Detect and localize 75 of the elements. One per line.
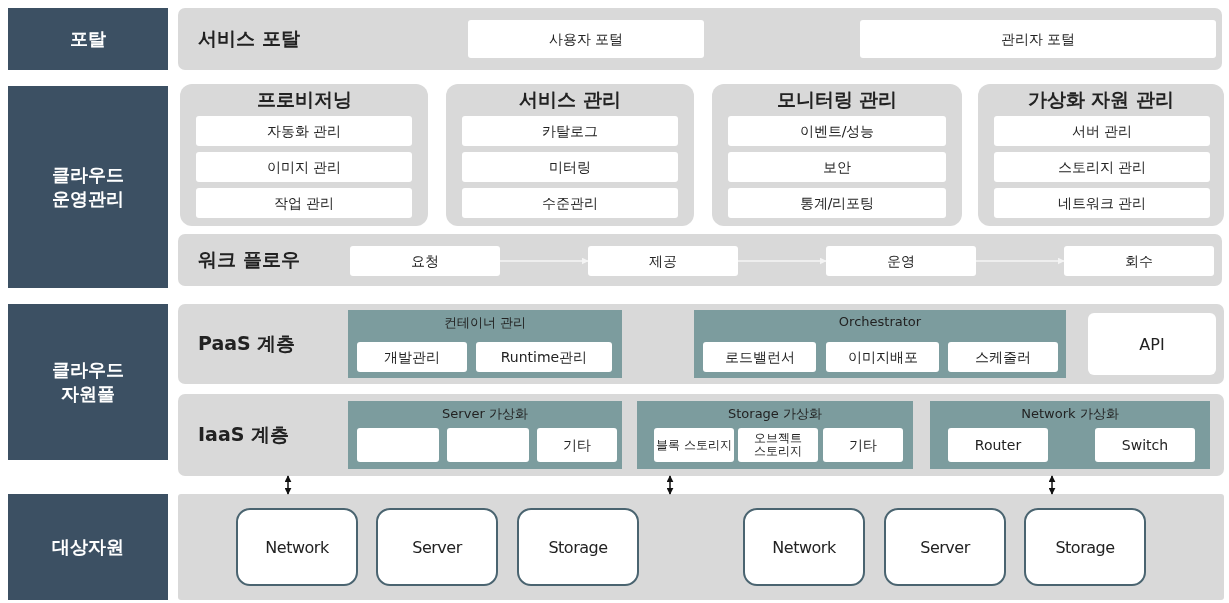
resource-box: Storage	[1024, 508, 1146, 586]
arrow	[737, 257, 827, 265]
layer-label: 대상자원	[8, 494, 168, 600]
component-group	[694, 310, 1066, 378]
function-box: 통계/리포팅	[728, 188, 946, 218]
function-box: 기타	[823, 428, 903, 462]
function-box: 관리자 포털	[860, 20, 1216, 58]
function-box: 서버 관리	[994, 116, 1210, 146]
function-box: 이미지배포	[826, 342, 939, 372]
group-title: Orchestrator	[837, 314, 923, 329]
layer-label: 클라우드 운영관리	[8, 86, 168, 288]
module-panel	[978, 84, 1224, 226]
function-box: 수준관리	[462, 188, 678, 218]
resource-box: Server	[376, 508, 498, 586]
function-box: 작업 관리	[196, 188, 412, 218]
layer-title: 워크 플로우	[198, 247, 300, 272]
module-title: 서비스 관리	[518, 87, 622, 112]
layer-band	[178, 8, 1222, 70]
function-box: 자동화 관리	[196, 116, 412, 146]
function-box: 요청	[350, 246, 500, 276]
function-box: 미터링	[462, 152, 678, 182]
group-title: Storage 가상화	[727, 405, 823, 423]
function-box: Router	[948, 428, 1048, 462]
function-box: 스토리지 관리	[994, 152, 1210, 182]
function-box	[357, 428, 439, 462]
component-group	[637, 401, 913, 469]
function-box: 이미지 관리	[196, 152, 412, 182]
layer-band	[178, 234, 1222, 286]
module-panel	[180, 84, 428, 226]
resource-box: Network	[743, 508, 865, 586]
layer-band	[178, 394, 1224, 476]
module-title: 가상화 자원 관리	[1026, 87, 1176, 112]
layer-label: 클라우드 자원풀	[8, 304, 168, 460]
component-group	[930, 401, 1210, 469]
component-group	[348, 310, 622, 378]
arrow	[284, 475, 292, 495]
resource-box: Network	[236, 508, 358, 586]
layer-label: 포탈	[8, 8, 168, 70]
function-box: 스케줄러	[948, 342, 1058, 372]
layer-title: IaaS 계층	[198, 422, 289, 447]
resource-box: Server	[884, 508, 1006, 586]
function-box: 개발관리	[357, 342, 467, 372]
function-box: 기타	[537, 428, 617, 462]
group-title: Server 가상화	[441, 405, 529, 423]
group-title: Network 가상화	[1020, 405, 1120, 423]
function-box: 보안	[728, 152, 946, 182]
arrow	[1048, 475, 1056, 495]
module-title: 모니터링 관리	[775, 87, 899, 112]
function-box: 운영	[826, 246, 976, 276]
module-panel	[712, 84, 962, 226]
function-box: 카탈로그	[462, 116, 678, 146]
resource-box: Storage	[517, 508, 639, 586]
function-box: Runtime관리	[476, 342, 612, 372]
arrow	[975, 257, 1065, 265]
function-box: 오브젝트 스토리지	[738, 428, 818, 462]
layer-band	[178, 304, 1224, 384]
function-box: 블록 스토리지	[654, 428, 734, 462]
function-box	[447, 428, 529, 462]
module-panel	[446, 84, 694, 226]
component-group	[348, 401, 622, 469]
module-title: 프로비저닝	[255, 87, 353, 112]
function-box: 회수	[1064, 246, 1214, 276]
group-title: 컨테이너 관리	[442, 314, 528, 332]
layer-band	[178, 494, 1224, 600]
function-box: 이벤트/성능	[728, 116, 946, 146]
arrow	[666, 475, 674, 495]
function-box: 네트워크 관리	[994, 188, 1210, 218]
layer-title: PaaS 계층	[198, 331, 296, 356]
function-box: 로드밸런서	[703, 342, 816, 372]
function-box: 제공	[588, 246, 738, 276]
arrow	[499, 257, 589, 265]
function-box: 사용자 포털	[468, 20, 704, 58]
layer-title: 서비스 포탈	[198, 26, 300, 51]
function-box: Switch	[1095, 428, 1195, 462]
function-box: API	[1088, 313, 1216, 375]
